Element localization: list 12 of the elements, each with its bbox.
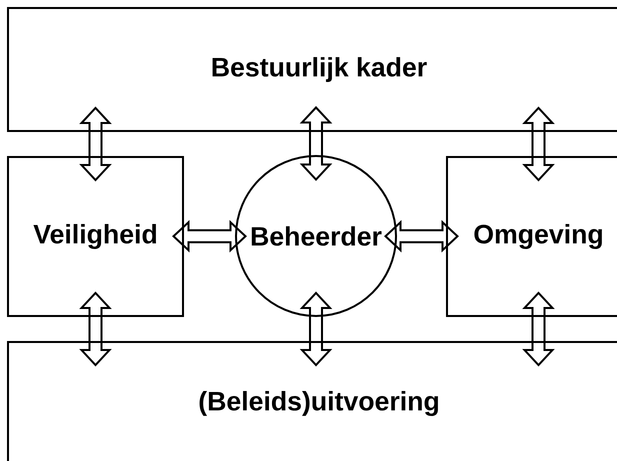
double-arrow (300, 106, 332, 181)
double-arrow (522, 106, 555, 182)
process-box: Veiligheid (7, 156, 184, 317)
double-arrow (79, 292, 112, 366)
double-arrow (300, 292, 332, 366)
double-arrow (522, 292, 555, 366)
double-arrow (384, 220, 459, 253)
process-box: Omgeving (446, 156, 617, 317)
band-box: Bestuurlijk kader (7, 7, 617, 132)
double-arrow (79, 106, 112, 182)
band-box: (Beleids)uitvoering (7, 341, 617, 461)
double-arrow (172, 220, 247, 253)
